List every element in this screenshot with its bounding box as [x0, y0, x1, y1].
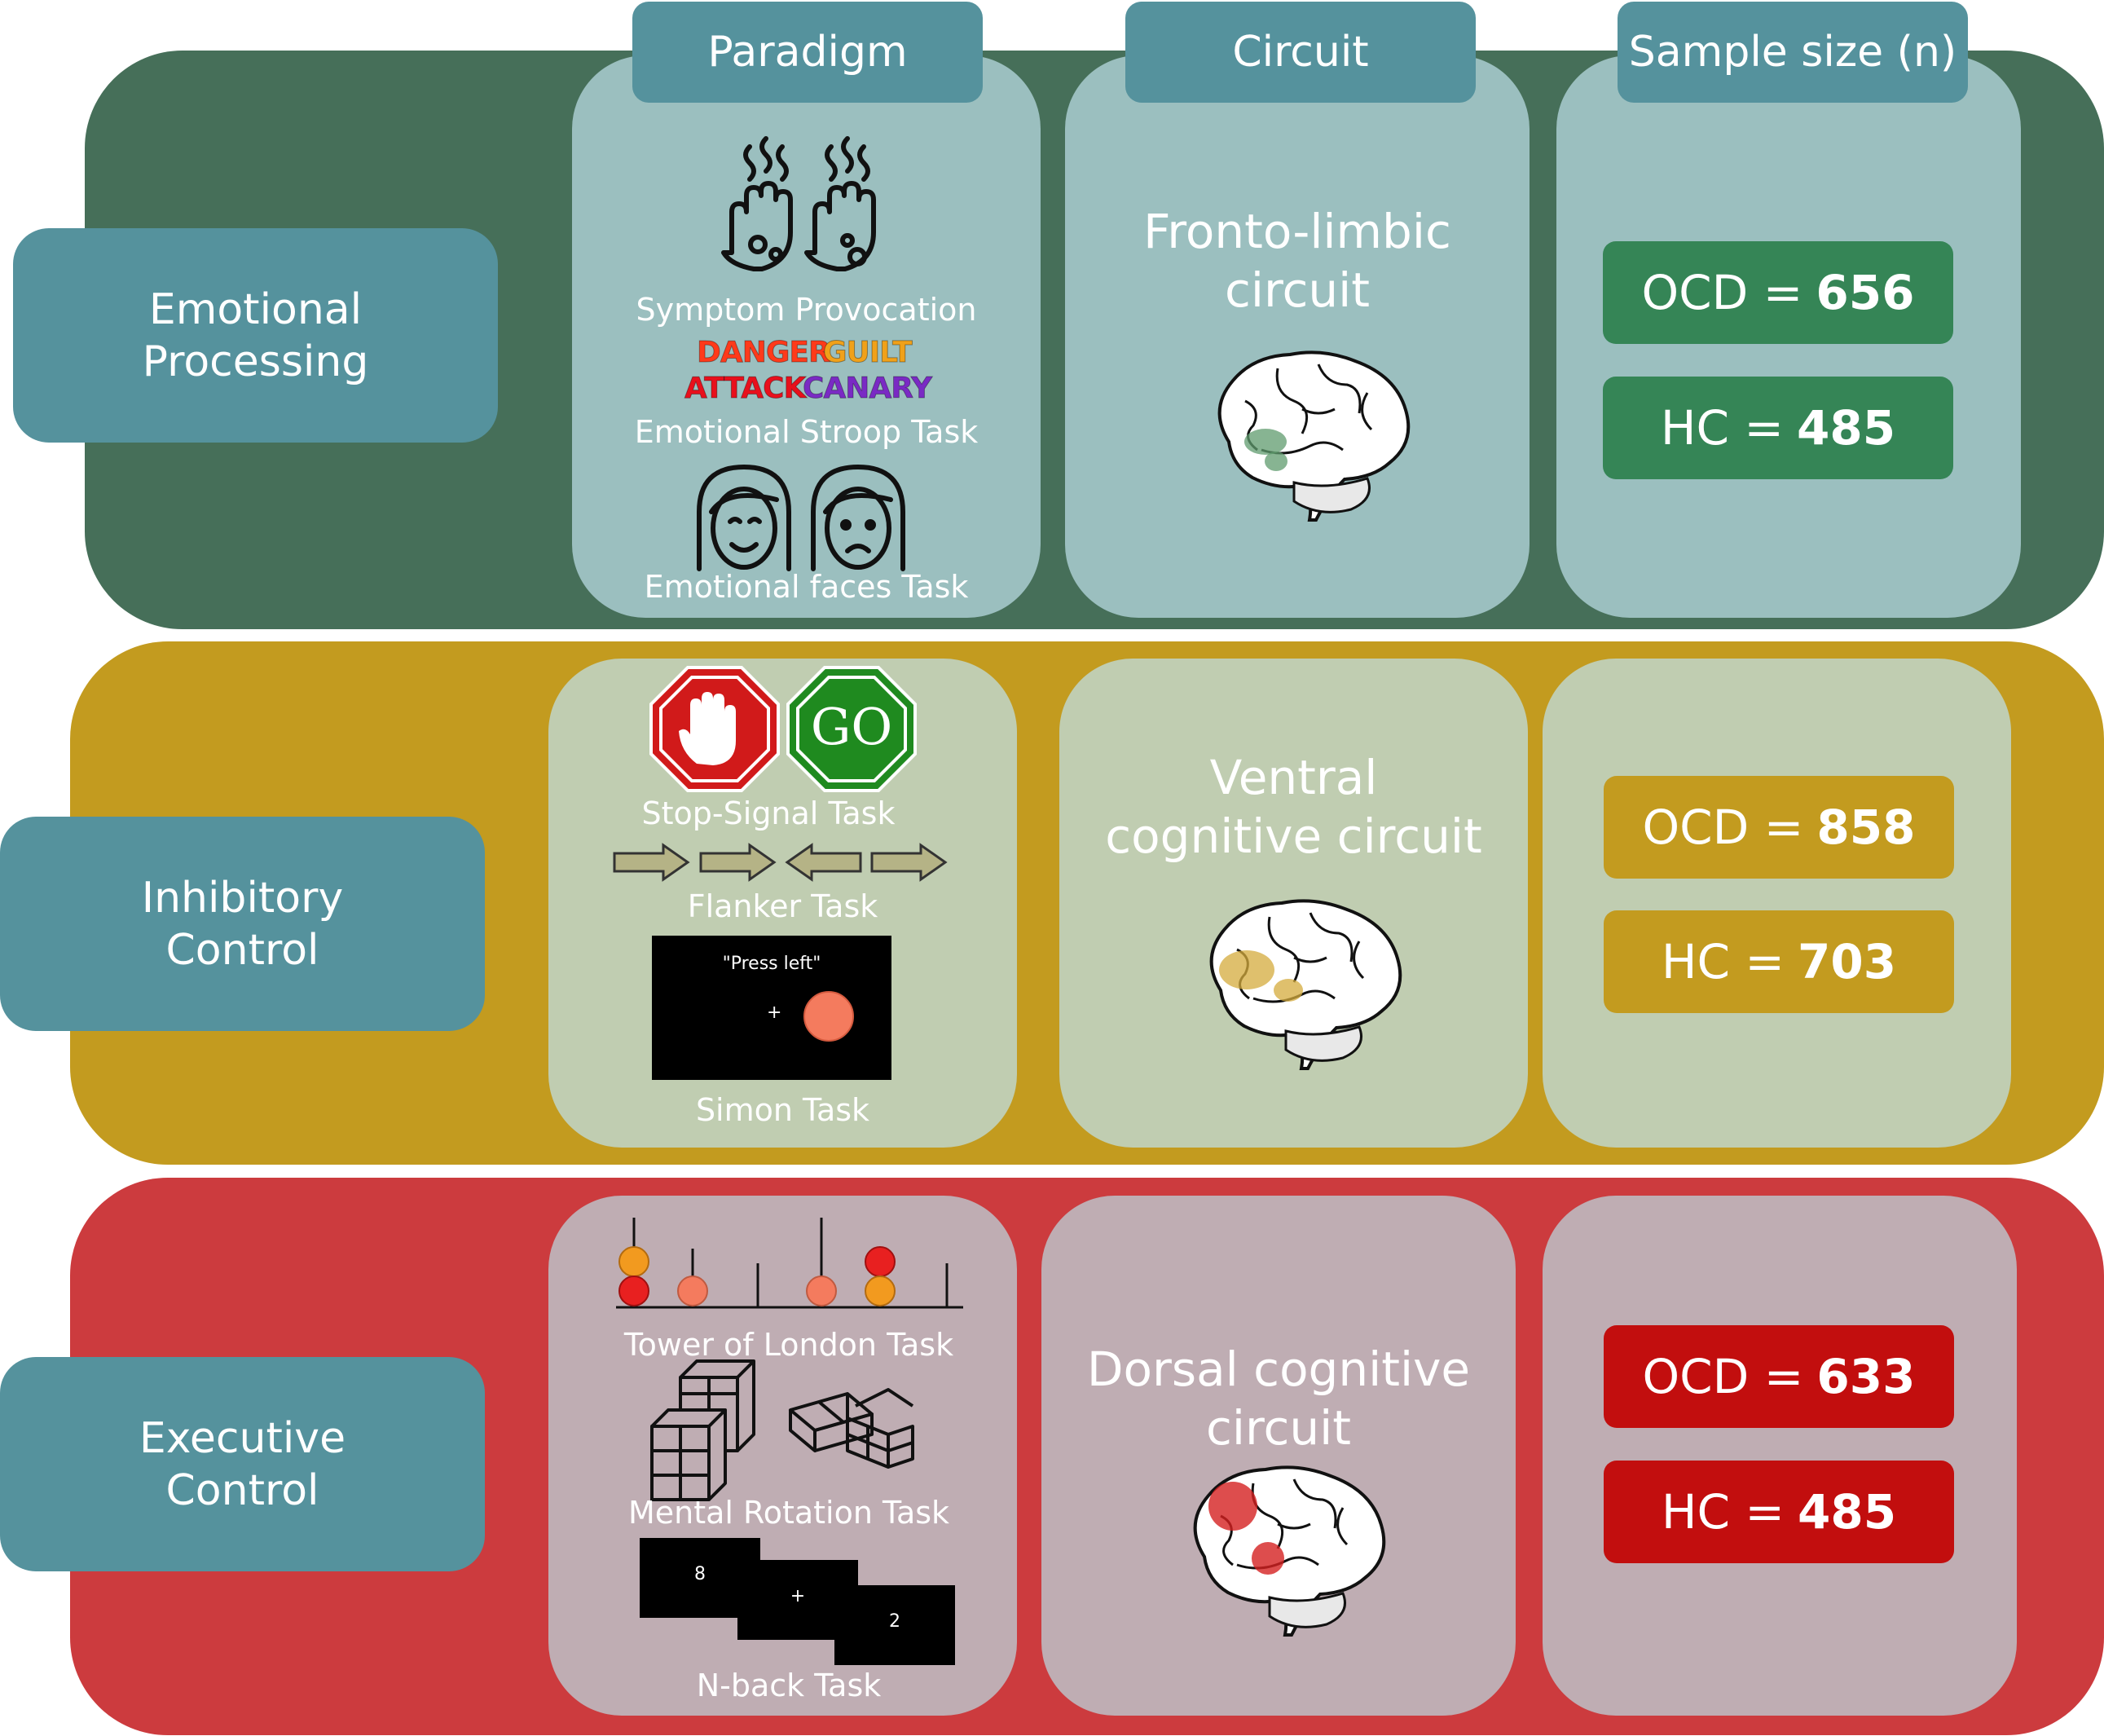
circuit-panel-executive: [1041, 1196, 1516, 1716]
simon-fixation: +: [767, 1002, 782, 1023]
circuit-title-dorsal-cognitive: Dorsal cognitive circuit: [1086, 1342, 1471, 1456]
stop-hand-sign-icon: [649, 666, 780, 792]
hc-label: HC =: [1661, 934, 1785, 989]
flanker-arrows-icon: [613, 843, 948, 882]
paradigm-panel-emotional: [572, 55, 1041, 618]
task-simon: Simon Task: [695, 1092, 870, 1128]
ocd-count: 633: [1816, 1349, 1916, 1404]
simon-stimulus-circle: [803, 991, 854, 1042]
hc-sample-emotional: HC = 485: [1603, 377, 1953, 479]
simon-screen: "Press left" +: [652, 936, 891, 1080]
hc-sample-inhibitory: HC = 703: [1604, 910, 1954, 1013]
task-emotional-faces: Emotional faces Task: [644, 569, 969, 605]
emotional-faces-icon: [697, 464, 905, 571]
row-label-executive-control: Executive Control: [0, 1357, 485, 1571]
hc-label: HC =: [1661, 1484, 1785, 1540]
ocd-sample-emotional: OCD = 656: [1603, 241, 1953, 344]
stroop-word-attack: ATTACK: [684, 372, 806, 406]
nback-fixation: +: [790, 1586, 806, 1606]
hc-count: 703: [1798, 934, 1897, 989]
brain-icon-dorsal-cognitive: [1193, 1465, 1386, 1637]
hc-label: HC =: [1660, 400, 1785, 456]
task-mental-rotation: Mental Rotation Task: [627, 1495, 950, 1531]
nback-frame-3: 2: [834, 1585, 955, 1665]
stroop-word-danger: DANGER: [697, 336, 832, 370]
header-sample-size: Sample size (n): [1618, 2, 1968, 103]
circuit-title-ventral-cognitive: Ventral cognitive circuit: [1105, 750, 1482, 864]
contaminated-hands-icon: [721, 136, 876, 271]
ocd-label: OCD =: [1641, 265, 1803, 320]
ocd-sample-executive: OCD = 633: [1604, 1325, 1954, 1428]
hc-count: 485: [1798, 1484, 1897, 1540]
task-tower-of-london: Tower of London Task: [623, 1327, 954, 1363]
sample-panel-executive: [1543, 1196, 2017, 1716]
brain-icon-fronto-limbic: [1217, 350, 1411, 522]
tower-of-london-icon: [616, 1218, 963, 1309]
simon-prompt: "Press left": [722, 954, 821, 974]
circuit-panel-emotional: [1065, 55, 1530, 618]
hc-sample-executive: HC = 485: [1604, 1461, 1954, 1563]
task-stop-signal: Stop-Signal Task: [641, 795, 896, 831]
ocd-count: 858: [1816, 800, 1916, 855]
mental-rotation-cubes-icon: [650, 1359, 914, 1501]
stroop-word-canary: CANARY: [802, 372, 932, 406]
sample-panel-inhibitory: [1543, 659, 2011, 1148]
task-n-back: N-back Task: [696, 1668, 882, 1703]
ocd-sample-inhibitory: OCD = 858: [1604, 776, 1954, 879]
nback-digit-1: 8: [694, 1564, 706, 1584]
header-paradigm: Paradigm: [632, 2, 983, 103]
task-emotional-stroop: Emotional Stroop Task: [634, 414, 979, 450]
nback-digit-2: 2: [889, 1611, 900, 1632]
row-label-emotional-processing: Emotional Processing: [13, 228, 498, 443]
row-label-inhibitory-control: Inhibitory Control: [0, 817, 485, 1031]
brain-icon-ventral-cognitive: [1209, 899, 1402, 1070]
header-circuit: Circuit: [1125, 2, 1476, 103]
ocd-count: 656: [1816, 265, 1915, 320]
ocd-label: OCD =: [1642, 1349, 1804, 1404]
task-flanker: Flanker Task: [687, 888, 878, 924]
circuit-title-fronto-limbic: Fronto-limbic circuit: [1143, 204, 1451, 318]
go-sign-icon: [786, 666, 917, 792]
stroop-word-guilt: GUILT: [823, 336, 913, 370]
task-symptom-provocation: Symptom Provocation: [636, 292, 977, 328]
ocd-label: OCD =: [1642, 800, 1804, 855]
hc-count: 485: [1797, 400, 1896, 456]
go-sign-text: GO: [810, 697, 893, 756]
